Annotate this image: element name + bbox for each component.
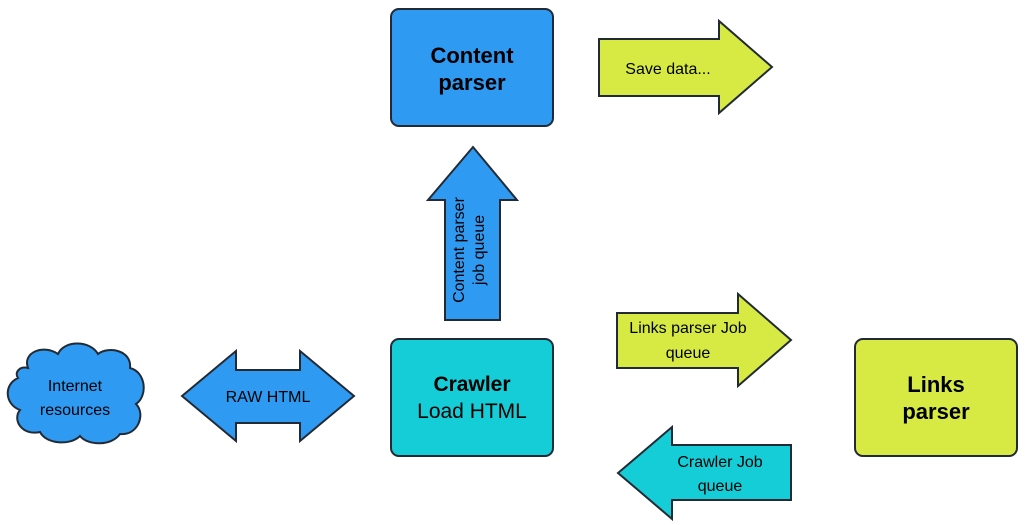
- links-parser-queue-label-line2: queue: [666, 345, 711, 362]
- links-parser-title-line1: Links: [907, 372, 964, 397]
- crawler-queue-arrow: Crawler Job queue: [616, 424, 792, 522]
- links-parser-queue-arrow: Links parser Job queue: [616, 291, 793, 389]
- links-parser-node: Links parser: [854, 338, 1018, 457]
- raw-html-label: RAW HTML: [226, 389, 311, 406]
- save-data-label: Save data...: [625, 61, 710, 78]
- content-parser-title-line1: Content: [430, 43, 514, 68]
- content-parser-queue-label-line2: job queue: [471, 215, 488, 286]
- content-parser-queue-label-line1: Content parser: [451, 196, 468, 303]
- crawler-node: Crawler Load HTML: [390, 338, 554, 457]
- internet-resources-label-line1: Internet: [48, 378, 103, 395]
- internet-resources-cloud: Internet resources: [6, 342, 145, 445]
- save-data-arrow: Save data...: [598, 18, 774, 116]
- crawler-queue-label-line1: Crawler Job: [677, 454, 762, 471]
- crawler-title-line2: Load HTML: [417, 400, 527, 423]
- internet-resources-label-line2: resources: [40, 402, 110, 419]
- crawler-queue-label-line2: queue: [698, 478, 743, 495]
- content-parser-title-line2: parser: [438, 70, 506, 95]
- raw-html-arrow: RAW HTML: [180, 348, 356, 444]
- links-parser-queue-label-line1: Links parser Job: [629, 320, 746, 337]
- links-parser-title-line2: parser: [902, 399, 970, 424]
- content-parser-queue-arrow: Content parser job queue: [425, 145, 520, 321]
- content-parser-node: Content parser: [390, 8, 554, 127]
- crawler-title-line1: Crawler: [433, 373, 510, 396]
